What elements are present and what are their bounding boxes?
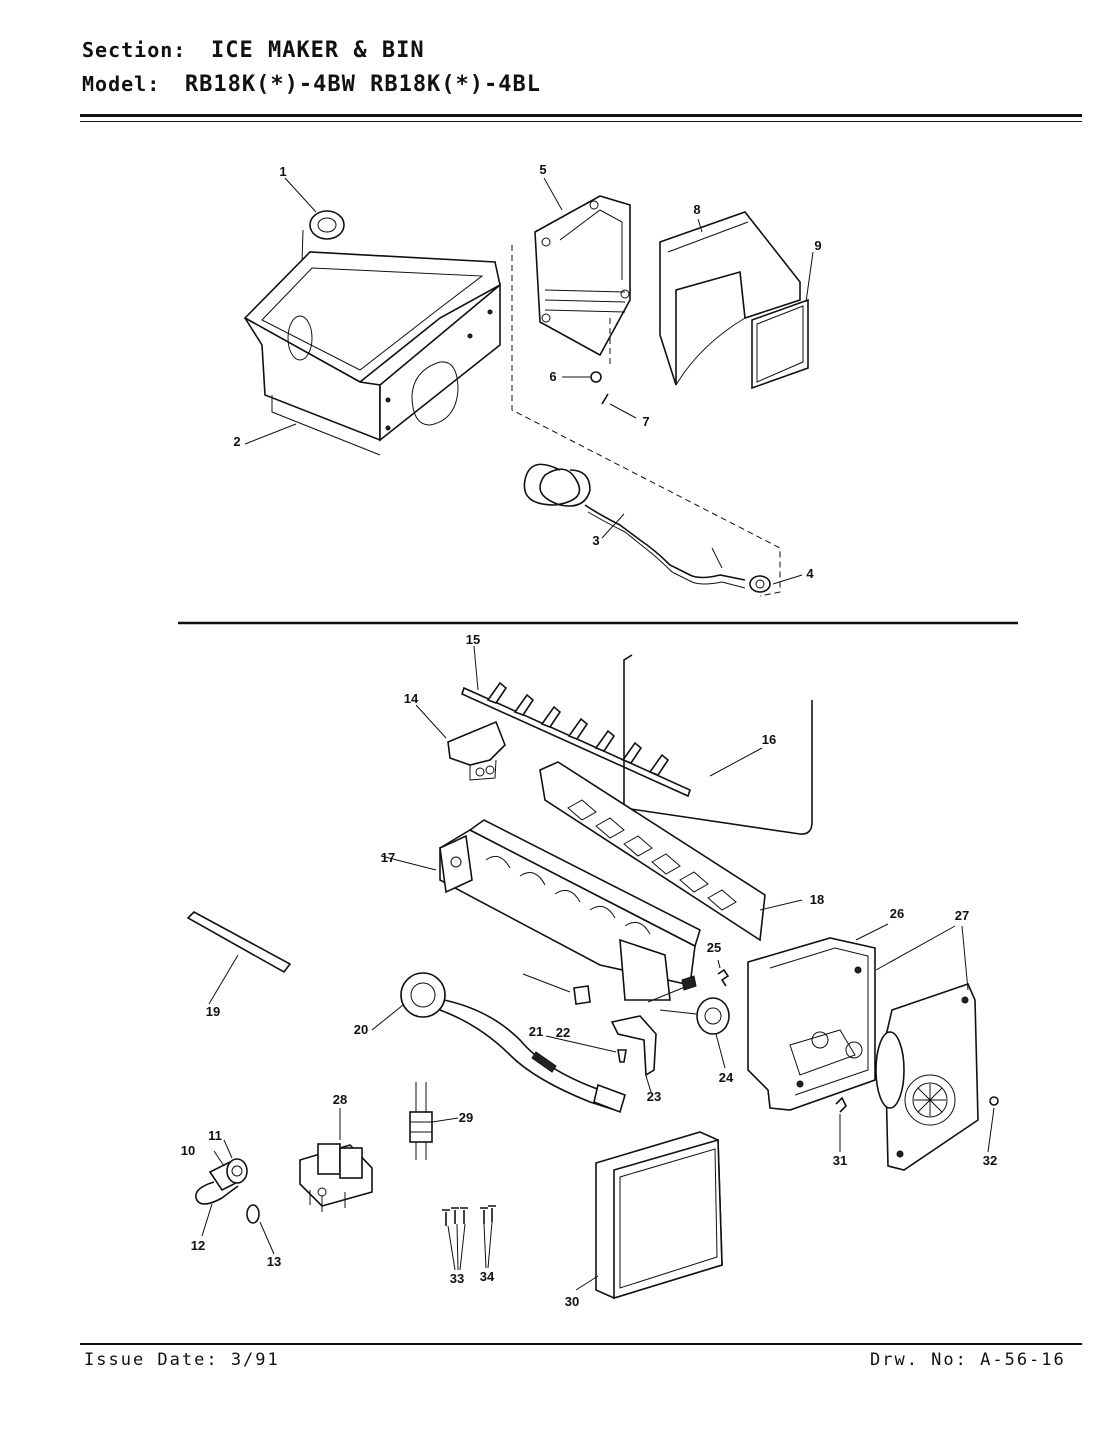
model-heading: Model: RB18K(*)-4BW RB18K(*)-4BL: [82, 72, 541, 97]
callout-9: 9: [814, 238, 821, 253]
part-2-ice-bin: [243, 251, 501, 456]
callout-27: 27: [955, 908, 969, 923]
callout-7: 7: [642, 414, 649, 429]
part-17-ice-mold: [439, 819, 701, 1003]
part-34-screws: [480, 1205, 496, 1224]
callout-12: 12: [191, 1238, 205, 1253]
part-19-heater: [186, 911, 292, 974]
callout-24: 24: [719, 1070, 734, 1085]
callout-21: 21: [529, 1024, 543, 1039]
callout-4: 4: [806, 566, 814, 581]
callout-2: 2: [233, 434, 240, 449]
part-8-duct: [659, 211, 801, 386]
part-3-fill-tube: [523, 463, 746, 589]
part-14-bracket: [447, 720, 506, 781]
callout-29: 29: [459, 1110, 473, 1125]
part-16-shutoff-arm: [623, 654, 813, 835]
part-29-tube-coupling: [409, 1082, 433, 1160]
part-22-screw: [617, 1049, 627, 1063]
part-13-lamp: [246, 1204, 260, 1224]
part-33-screws: [442, 1207, 468, 1226]
part-31-clip: [835, 1096, 847, 1113]
callout-11: 11: [208, 1128, 222, 1143]
callout-14: 14: [404, 691, 419, 706]
section-value: ICE MAKER & BIN: [210, 38, 425, 63]
part-6-nut: [590, 371, 602, 383]
issue-date: Issue Date: 3/91: [84, 1350, 280, 1370]
section-heading: Section: ICE MAKER & BIN: [82, 38, 425, 63]
part-23-mounting-bracket: [610, 1015, 657, 1077]
part-30-front-cover: [595, 1131, 723, 1300]
part-25-spring: [717, 968, 730, 987]
part-21-clip: [573, 985, 591, 1005]
callout-20: 20: [354, 1022, 368, 1037]
part-26-control-housing: [747, 937, 876, 1111]
section-label: Section:: [82, 38, 187, 62]
callout-8: 8: [693, 202, 700, 217]
callout-10: 10: [181, 1143, 195, 1158]
model-label: Model:: [82, 72, 161, 96]
callout-3: 3: [592, 533, 599, 548]
callout-32: 32: [983, 1153, 997, 1168]
footer-rule: [80, 1343, 1082, 1345]
callout-22: 22: [556, 1025, 570, 1040]
drawing-number: Drw. No: A-56-16: [870, 1350, 1066, 1370]
assembly-guide-lines: [511, 245, 781, 597]
part-18-stripper: [539, 761, 766, 942]
callout-33: 33: [450, 1271, 464, 1286]
callout-28: 28: [333, 1092, 347, 1107]
part-15-ejector: [461, 681, 691, 798]
callout-26: 26: [890, 906, 904, 921]
callout-19: 19: [206, 1004, 220, 1019]
callout-30: 30: [565, 1294, 579, 1309]
header-rule-thick: [80, 114, 1082, 117]
part-32-screw: [989, 1096, 999, 1106]
callout-15: 15: [466, 632, 480, 647]
part-7-screw: [601, 393, 609, 405]
callout-34: 34: [480, 1269, 495, 1284]
part-28-water-valve: [299, 1143, 373, 1212]
callout-1: 1: [279, 164, 286, 179]
callout-13: 13: [267, 1254, 281, 1269]
leader-lines: [201, 177, 995, 1291]
part-5-chute-assembly: [534, 195, 631, 357]
part-20-wiring-harness: [400, 972, 626, 1114]
callout-5: 5: [539, 162, 546, 177]
header-rule-thin: [80, 121, 1082, 122]
callout-16: 16: [762, 732, 776, 747]
part-12-wire-lead: [195, 1181, 239, 1205]
callout-6: 6: [549, 369, 556, 384]
part-24-motor: [659, 975, 730, 1035]
part-4-fitting: [749, 575, 771, 593]
callout-17: 17: [381, 850, 395, 865]
callout-18: 18: [810, 892, 824, 907]
callout-31: 31: [833, 1153, 847, 1168]
model-value: RB18K(*)-4BW RB18K(*)-4BL: [184, 72, 542, 97]
part-11-fuse-holder: [226, 1158, 248, 1184]
part-27-cover-plate: [875, 983, 979, 1171]
callout-25: 25: [707, 940, 721, 955]
callout-23: 23: [647, 1089, 661, 1104]
part-9-filter-pad: [751, 298, 809, 390]
